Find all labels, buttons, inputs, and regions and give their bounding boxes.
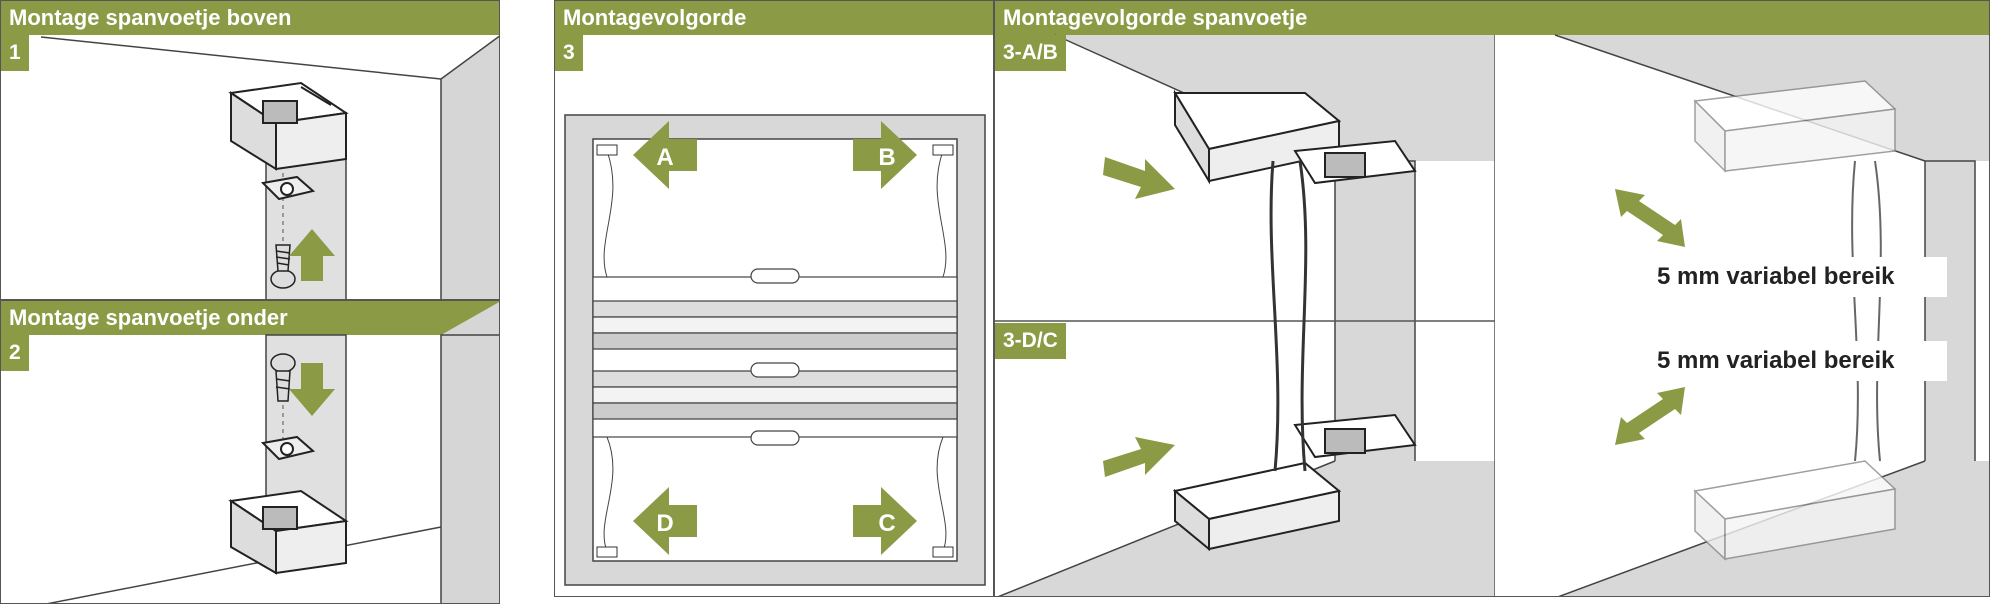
step-badge-2: 2: [1, 335, 29, 371]
foot-unit-bottom: [1172, 413, 1417, 552]
panel-foot-sequence-title: Montagevolgorde spanvoetje: [995, 1, 1989, 35]
step-badge-3ab: 3-A/B: [995, 35, 1066, 71]
panel-sequence: Montagevolgorde 3: [554, 0, 994, 597]
arrow-toward-top-icon: [1103, 157, 1175, 199]
bracket-bottom: [228, 489, 349, 575]
double-arrow-top-icon: [1615, 189, 1685, 247]
foot-unit-top: [1173, 89, 1417, 185]
arrow-d-icon: [633, 487, 697, 555]
step-badge-3: 3: [555, 35, 583, 71]
screw-bottom: [270, 353, 296, 402]
panel-top-mount: Montage spanvoetje boven 1: [0, 0, 500, 300]
arrow-b-icon: [853, 121, 917, 189]
step-badge-3dc: 3-D/C: [995, 323, 1066, 359]
double-arrow-bottom-icon: [1615, 387, 1685, 445]
panel-sequence-title: Montagevolgorde: [555, 1, 993, 35]
arrow-c-label: C: [878, 510, 895, 537]
clip-part-top: [260, 175, 316, 201]
foot-unit-ghost-bottom: [1693, 460, 1897, 561]
bottom-mount-illustration: [47, 302, 499, 603]
top-mount-illustration: [31, 35, 499, 299]
foot-sequence-illustration: [995, 34, 1989, 596]
arrow-b-label: B: [878, 144, 895, 171]
arrow-a-icon: [633, 121, 697, 189]
range-label-top: 5 mm variabel bereik: [1647, 257, 1947, 297]
arrow-toward-bottom-icon: [1103, 437, 1175, 477]
arrow-d-label: D: [656, 510, 673, 537]
panel-bottom-mount: Montage spanvoetje onder 2: [0, 300, 500, 604]
panel-foot-sequence: Montagevolgorde spanvoetje: [994, 0, 1990, 597]
panel-bottom-mount-title: Montage spanvoetje onder: [1, 301, 499, 335]
screw-top: [270, 244, 296, 289]
down-arrow-icon: [289, 363, 335, 416]
arrow-c-icon: [853, 487, 917, 555]
step-badge-1: 1: [1, 35, 29, 71]
arrow-a-label: A: [656, 144, 673, 171]
blind-sequence-illustration: A B D C: [564, 114, 986, 586]
panel-top-mount-title: Montage spanvoetje boven: [1, 1, 499, 35]
range-label-bottom: 5 mm variabel bereik: [1647, 341, 1947, 381]
foot-unit-ghost-top: [1693, 80, 1897, 173]
clip-part-bottom: [260, 435, 316, 461]
up-arrow-icon: [289, 229, 335, 281]
pleated-fabric: [592, 268, 958, 446]
bracket-top: [228, 81, 349, 171]
